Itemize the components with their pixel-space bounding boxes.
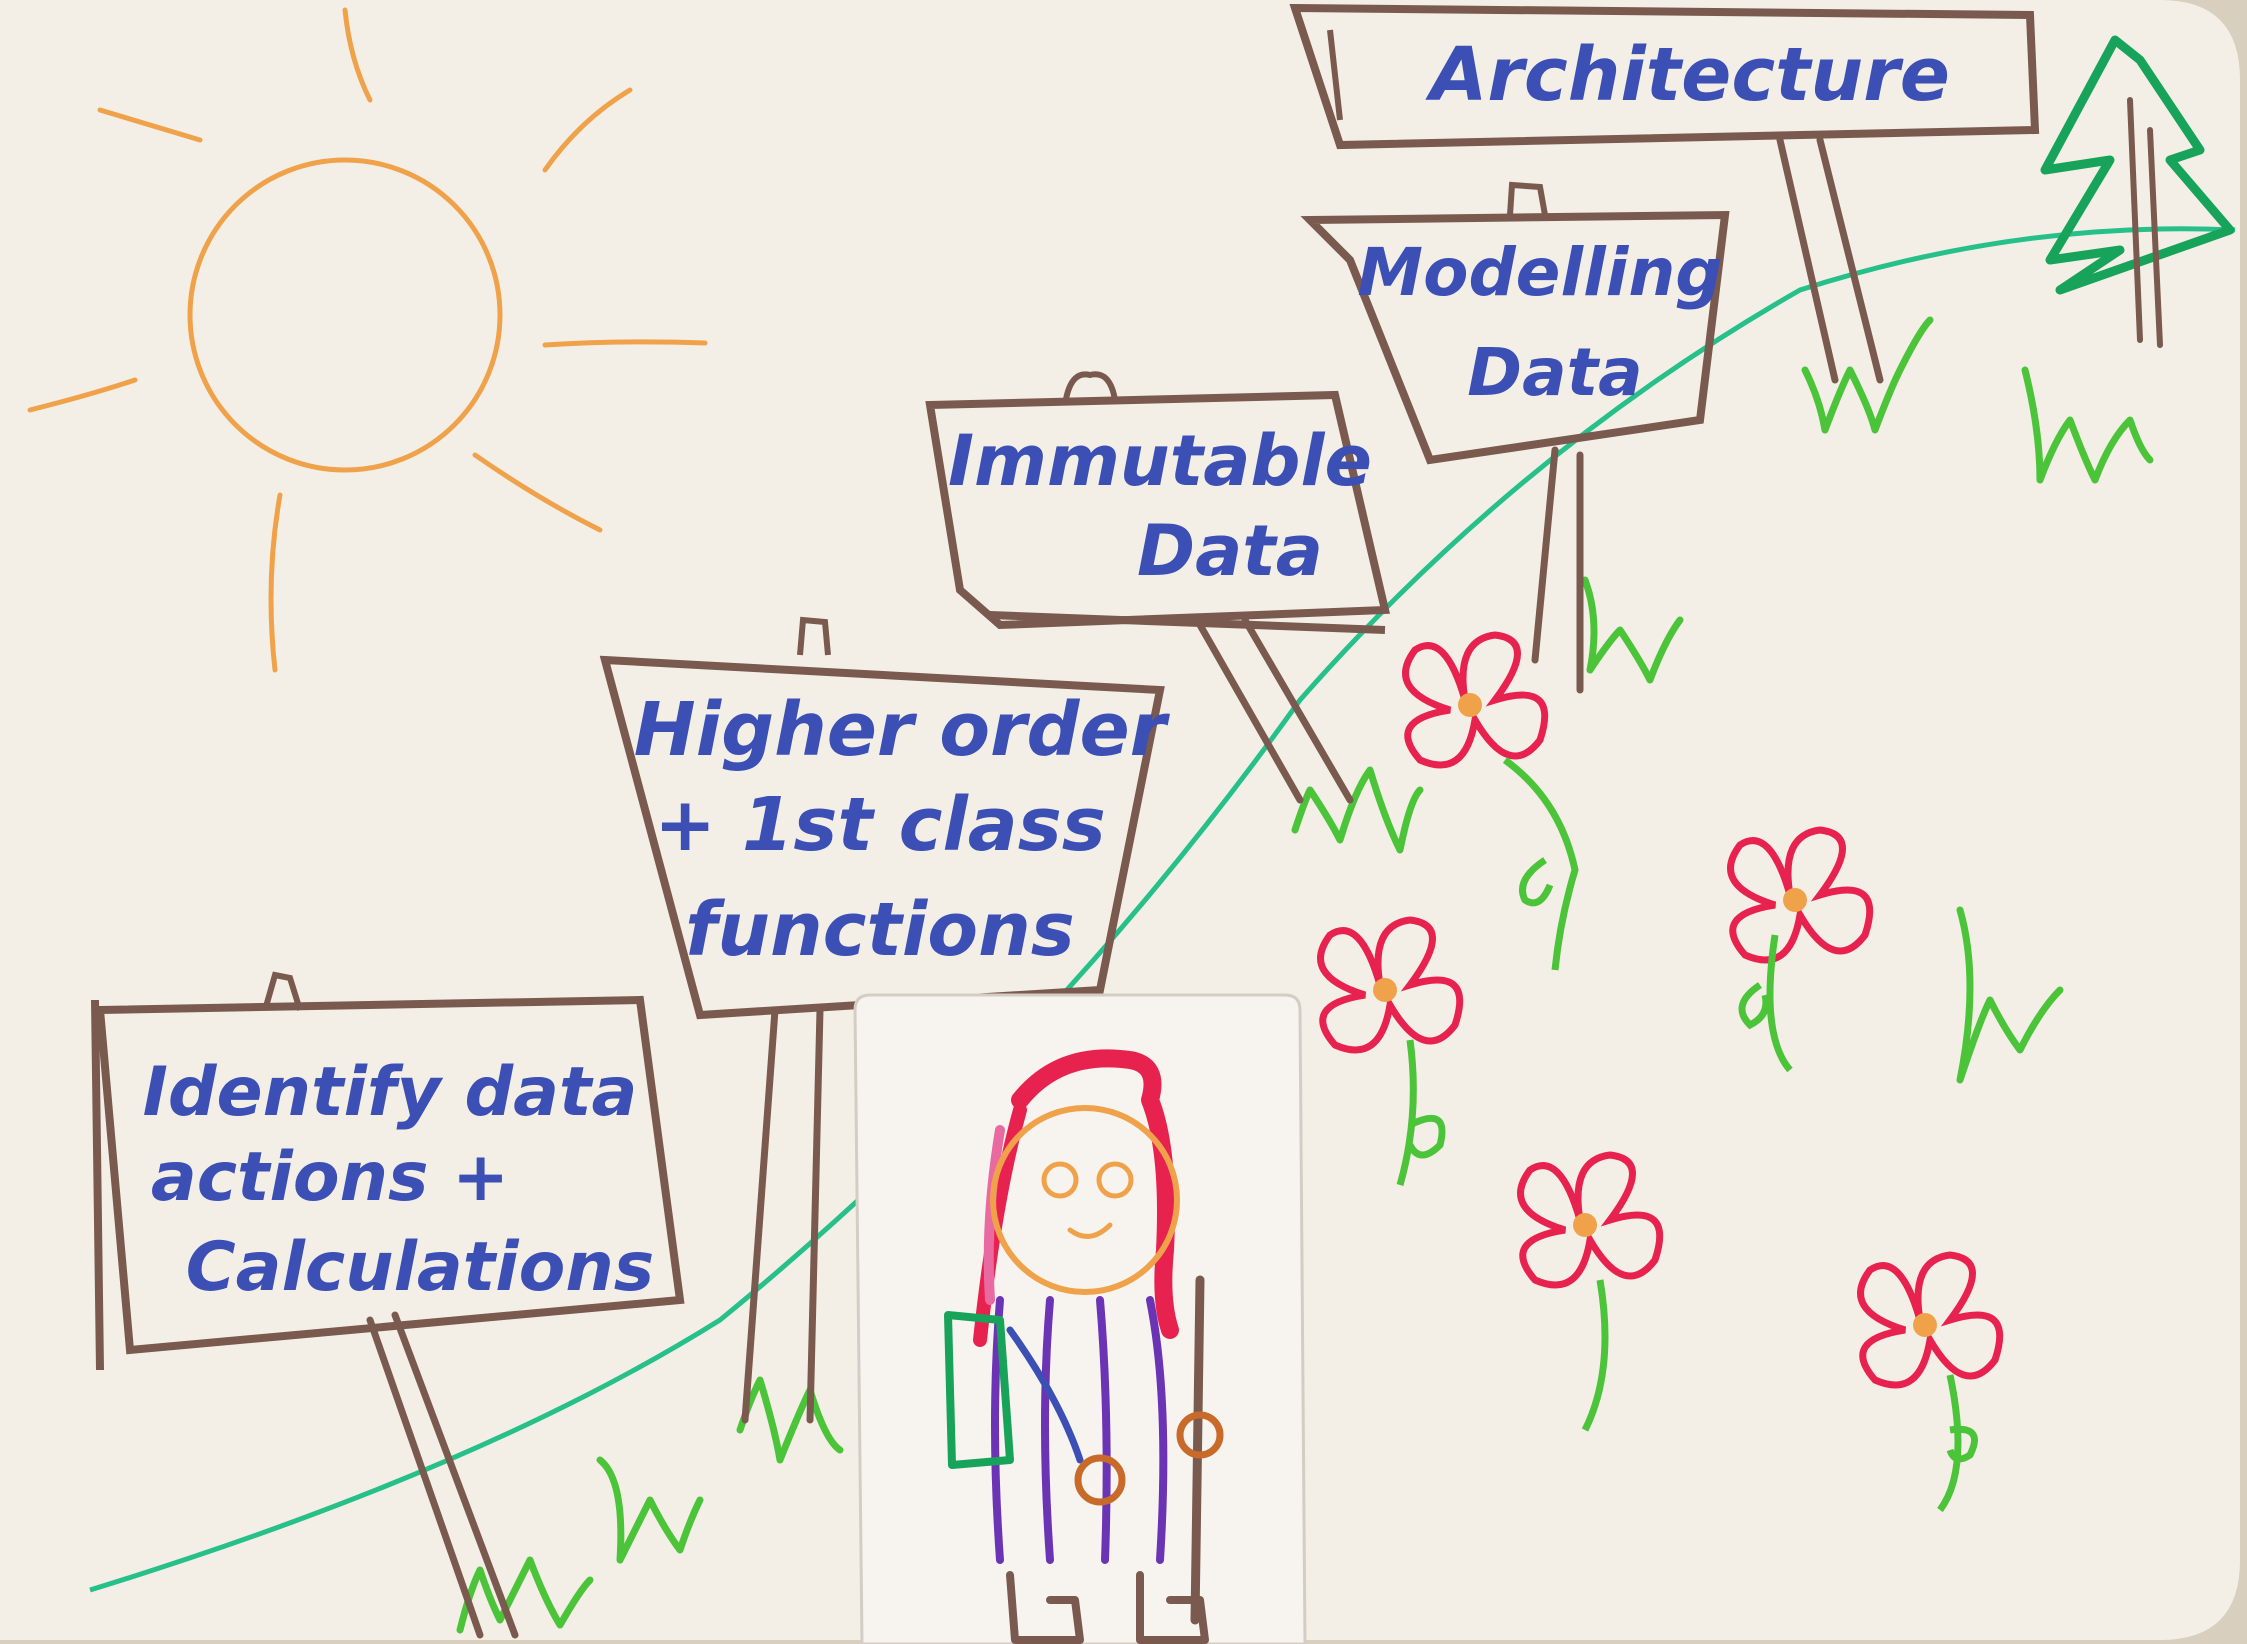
sign-modelling-data: Modelling Data <box>1300 181 1730 465</box>
pine-tree-icon <box>2040 35 2235 348</box>
sign-identify-data-line-1: Identify data <box>143 1053 638 1132</box>
sun-icon <box>27 7 708 673</box>
sign-higher-order: Higher order + 1st class functions <box>599 616 1171 1020</box>
flower-icon <box>1317 916 1464 1186</box>
sign-identify-data-line-2: actions + <box>151 1138 509 1217</box>
sign-modelling-data-line-1: Modelling <box>1357 234 1722 311</box>
flower-icon <box>1517 1151 1664 1432</box>
sign-posts <box>366 136 1884 1639</box>
sign-identify-data: Identify data actions + Calculations <box>91 971 685 1371</box>
sign-higher-order-line-1: Higher order <box>634 687 1171 773</box>
sign-immutable-data: Immutable Data <box>925 371 1390 634</box>
sign-architecture: Architecture <box>1289 3 2040 150</box>
sign-higher-order-line-2: + 1st class <box>654 782 1106 868</box>
character-card <box>853 993 1307 1644</box>
sign-higher-order-line-3: functions <box>685 887 1075 973</box>
flower-icon <box>1727 826 1874 1073</box>
hiker-character <box>944 1049 1224 1644</box>
sign-immutable-data-line-1: Immutable <box>948 420 1372 502</box>
sign-modelling-data-line-2: Data <box>1467 334 1642 411</box>
flower-icon <box>1402 631 1579 971</box>
sign-architecture-line-1: Architecture <box>1425 32 1950 118</box>
winding-path <box>89 226 2236 1593</box>
sign-immutable-data-line-2: Data <box>1137 510 1323 592</box>
sign-identify-data-line-3: Calculations <box>186 1228 654 1307</box>
grass-tufts <box>456 316 2154 1634</box>
flower-icon <box>1857 1251 2004 1513</box>
